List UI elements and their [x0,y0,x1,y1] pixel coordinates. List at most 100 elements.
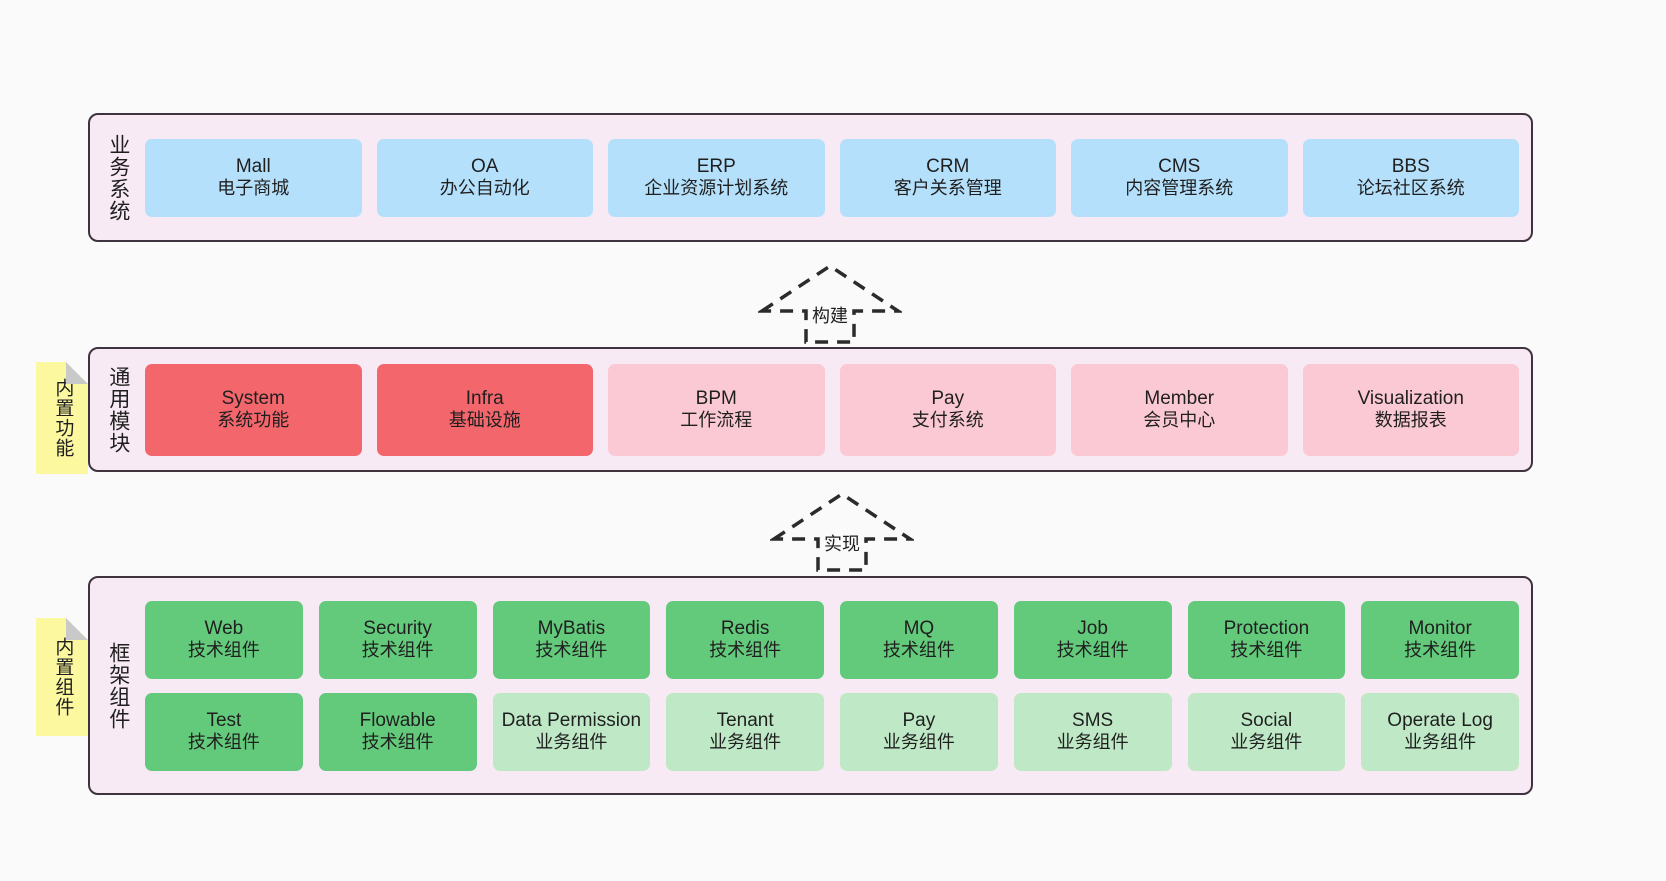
node-title: OA [471,155,499,177]
sticky-fold-corner-icon [66,362,88,384]
node-title: Redis [720,617,770,639]
layer-common-modules: 通用模块 System 系统功能 Infra 基础设施 BPM 工作流程 Pay… [88,347,1533,472]
node-flowable[interactable]: Flowable 技术组件 [318,692,477,771]
node-subtitle: 办公自动化 [439,178,530,199]
node-title: Protection [1223,617,1310,639]
sticky-fold-corner-icon [66,618,88,640]
node-title: Data Permission [501,709,642,731]
layer-body-common-modules: System 系统功能 Infra 基础设施 BPM 工作流程 Pay 支付系统… [145,349,1531,470]
node-subtitle: 系统功能 [217,410,290,431]
sticky-note-builtin-components: 内置组件 [36,618,88,736]
node-subtitle: 会员中心 [1143,410,1216,431]
node-subtitle: 技术组件 [882,640,955,661]
node-subtitle: 电子商城 [217,178,290,199]
layer-title-framework-components: 框架组件 [106,641,130,730]
node-tenant[interactable]: Tenant 业务组件 [666,692,824,771]
node-protection[interactable]: Protection 技术组件 [1187,600,1346,679]
node-title: System [221,387,285,409]
node-redis[interactable]: Redis 技术组件 [666,600,824,679]
node-title: Security [363,617,432,639]
node-security[interactable]: Security 技术组件 [318,600,477,679]
node-title: Mall [235,155,271,177]
node-title: BBS [1391,155,1430,177]
connector-build-label: 构建 [812,306,848,326]
framework-row-technical: Web 技术组件 Security 技术组件 MyBatis 技术组件 Redi… [145,600,1519,679]
node-subtitle: 客户关系管理 [893,178,1002,199]
node-title: CMS [1158,155,1201,177]
node-mall[interactable]: Mall 电子商城 [145,138,362,217]
node-erp[interactable]: ERP 企业资源计划系统 [608,138,825,217]
node-subtitle: 业务组件 [882,732,955,753]
node-title: Pay [931,387,965,409]
node-infra[interactable]: Infra 基础设施 [376,363,593,456]
node-job[interactable]: Job 技术组件 [1013,600,1172,679]
node-title: Job [1077,617,1108,639]
sticky-note-label: 内置组件 [52,637,74,717]
node-pay-module[interactable]: Pay 支付系统 [839,363,1056,456]
layer-body-business-systems: Mall 电子商城 OA 办公自动化 ERP 企业资源计划系统 CRM 客户关系… [145,115,1531,240]
node-title: Infra [465,387,504,409]
node-title: Web [204,617,244,639]
node-subtitle: 技术组件 [1056,640,1129,661]
node-subtitle: 支付系统 [911,410,984,431]
node-subtitle: 企业资源计划系统 [644,178,789,199]
node-subtitle: 技术组件 [361,732,434,753]
node-mq[interactable]: MQ 技术组件 [840,600,998,679]
node-member[interactable]: Member 会员中心 [1071,363,1288,456]
node-subtitle: 业务组件 [1404,732,1477,753]
sticky-note-label: 内置功能 [52,378,74,458]
node-pay-component[interactable]: Pay 业务组件 [840,692,998,771]
node-title: Flowable [359,709,436,731]
node-subtitle: 技术组件 [361,640,434,661]
framework-row-business: Test 技术组件 Flowable 技术组件 Data Permission … [145,692,1519,771]
node-subtitle: 技术组件 [709,640,782,661]
layer-title-common-modules: 通用模块 [106,365,130,454]
node-title: Pay [902,709,936,731]
node-sms[interactable]: SMS 业务组件 [1013,692,1172,771]
node-subtitle: 业务组件 [1230,732,1303,753]
node-title: ERP [696,155,736,177]
node-subtitle: 工作流程 [680,410,753,431]
node-title: MyBatis [537,617,606,639]
node-monitor[interactable]: Monitor 技术组件 [1361,600,1519,679]
connector-build-arrow: 构建 [758,262,902,344]
node-title: CRM [926,155,970,177]
node-subtitle: 数据报表 [1374,410,1447,431]
node-social[interactable]: Social 业务组件 [1187,692,1346,771]
connector-implement-arrow: 实现 [770,490,914,572]
node-cms[interactable]: CMS 内容管理系统 [1071,138,1288,217]
node-subtitle: 基础设施 [448,410,521,431]
sticky-note-builtin-features: 内置功能 [36,362,88,474]
node-visualization[interactable]: Visualization 数据报表 [1302,363,1519,456]
node-title: Monitor [1408,617,1472,639]
node-subtitle: 技术组件 [535,640,608,661]
node-mybatis[interactable]: MyBatis 技术组件 [492,600,651,679]
node-subtitle: 技术组件 [1404,640,1477,661]
node-title: Member [1144,387,1215,409]
node-test[interactable]: Test 技术组件 [145,692,303,771]
node-bpm[interactable]: BPM 工作流程 [608,363,825,456]
node-title: Operate Log [1387,709,1493,731]
layer-body-framework-components: Web 技术组件 Security 技术组件 MyBatis 技术组件 Redi… [145,578,1531,793]
node-subtitle: 业务组件 [709,732,782,753]
node-subtitle: 技术组件 [187,640,260,661]
node-operate-log[interactable]: Operate Log 业务组件 [1361,692,1519,771]
node-subtitle: 论坛社区系统 [1356,178,1465,199]
node-title: Visualization [1357,387,1464,409]
node-subtitle: 技术组件 [1230,640,1303,661]
node-crm[interactable]: CRM 客户关系管理 [839,138,1056,217]
node-title: SMS [1072,709,1114,731]
node-title: BPM [695,387,737,409]
node-oa[interactable]: OA 办公自动化 [376,138,593,217]
node-title: Social [1240,709,1293,731]
node-subtitle: 业务组件 [1056,732,1129,753]
layer-framework-components: 框架组件 Web 技术组件 Security 技术组件 MyBatis 技术组件… [88,576,1533,795]
node-subtitle: 内容管理系统 [1125,178,1234,199]
node-title: MQ [903,617,935,639]
layer-title-business-systems: 业务系统 [106,133,130,222]
node-system[interactable]: System 系统功能 [145,363,362,456]
node-web[interactable]: Web 技术组件 [145,600,303,679]
node-data-permission[interactable]: Data Permission 业务组件 [492,692,651,771]
node-bbs[interactable]: BBS 论坛社区系统 [1302,138,1519,217]
